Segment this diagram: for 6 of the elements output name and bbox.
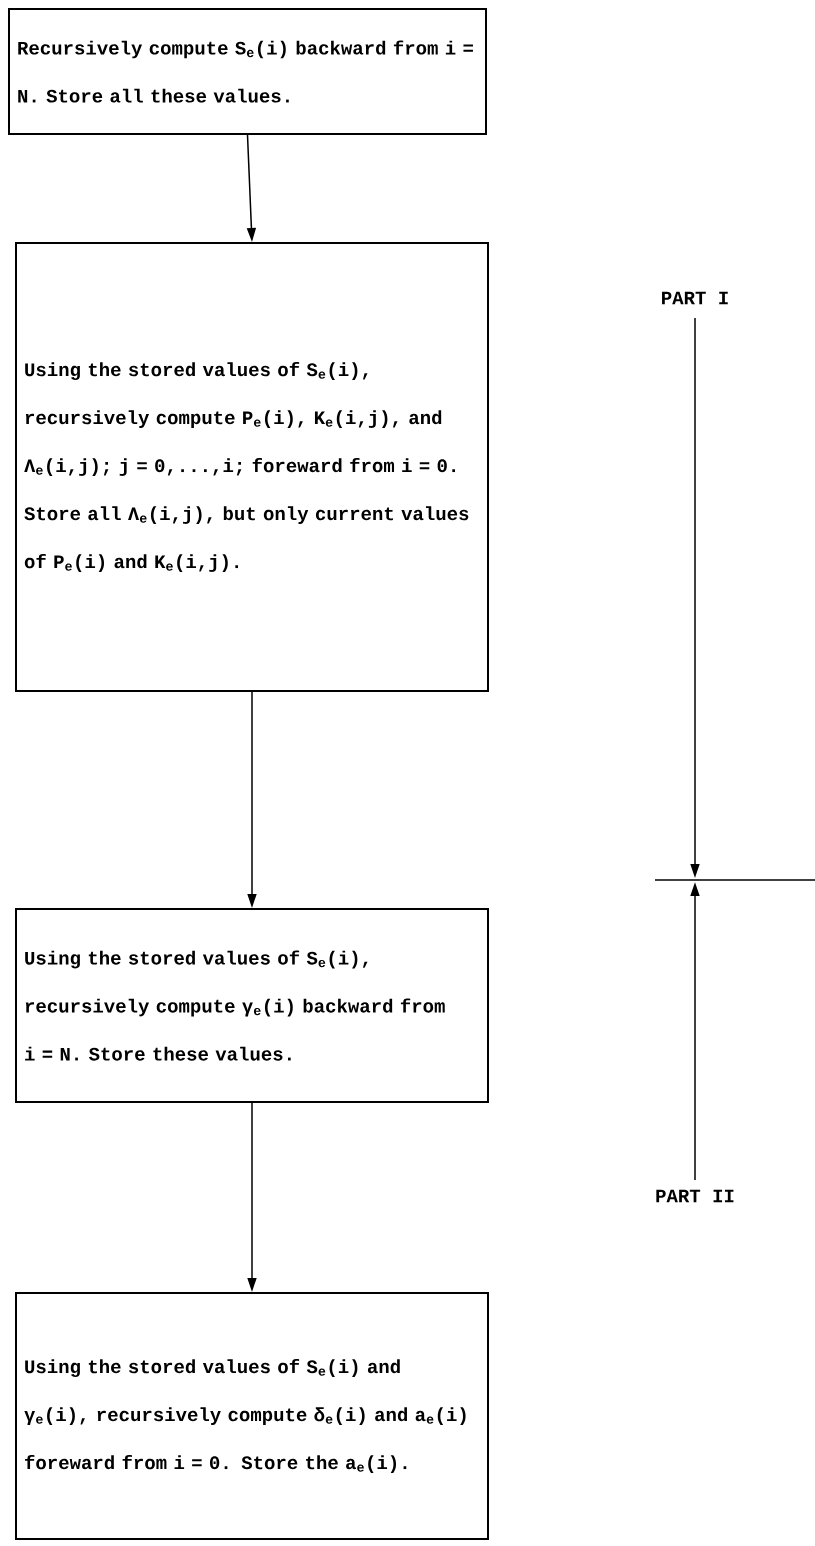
process-box: Using the stored values of S$_{e}$(i) and γ$_{e}$(i), recursively compute δ$_{e}$(i) and a$_{e}$(i) foreward from i = 0. Store the a$_{e}$(i). bbox=[15, 1292, 489, 1540]
part-label: PART I bbox=[662, 291, 728, 305]
process-box: Using the stored values of S$_{e}$(i), recursively compute γ$_{e}$(i) backward from i = N. Store these values. bbox=[15, 908, 489, 1103]
part-label: PART II bbox=[656, 1189, 734, 1203]
process-box: Recursively compute S$_{e}$(i) backward from i = N. Store all these values. bbox=[8, 8, 487, 135]
process-box: Using the stored values of S$_{e}$(i), recursively compute P$_{e}$(i), K$_{e}$(i,j), and Λ$_{e}$(i,j); j = 0,...,i; foreward from i = 0. Store all Λ$_{e}$(i,j), but only current values of P$_{e}$(i) and K$_{e}$(i,j). bbox=[15, 242, 489, 692]
